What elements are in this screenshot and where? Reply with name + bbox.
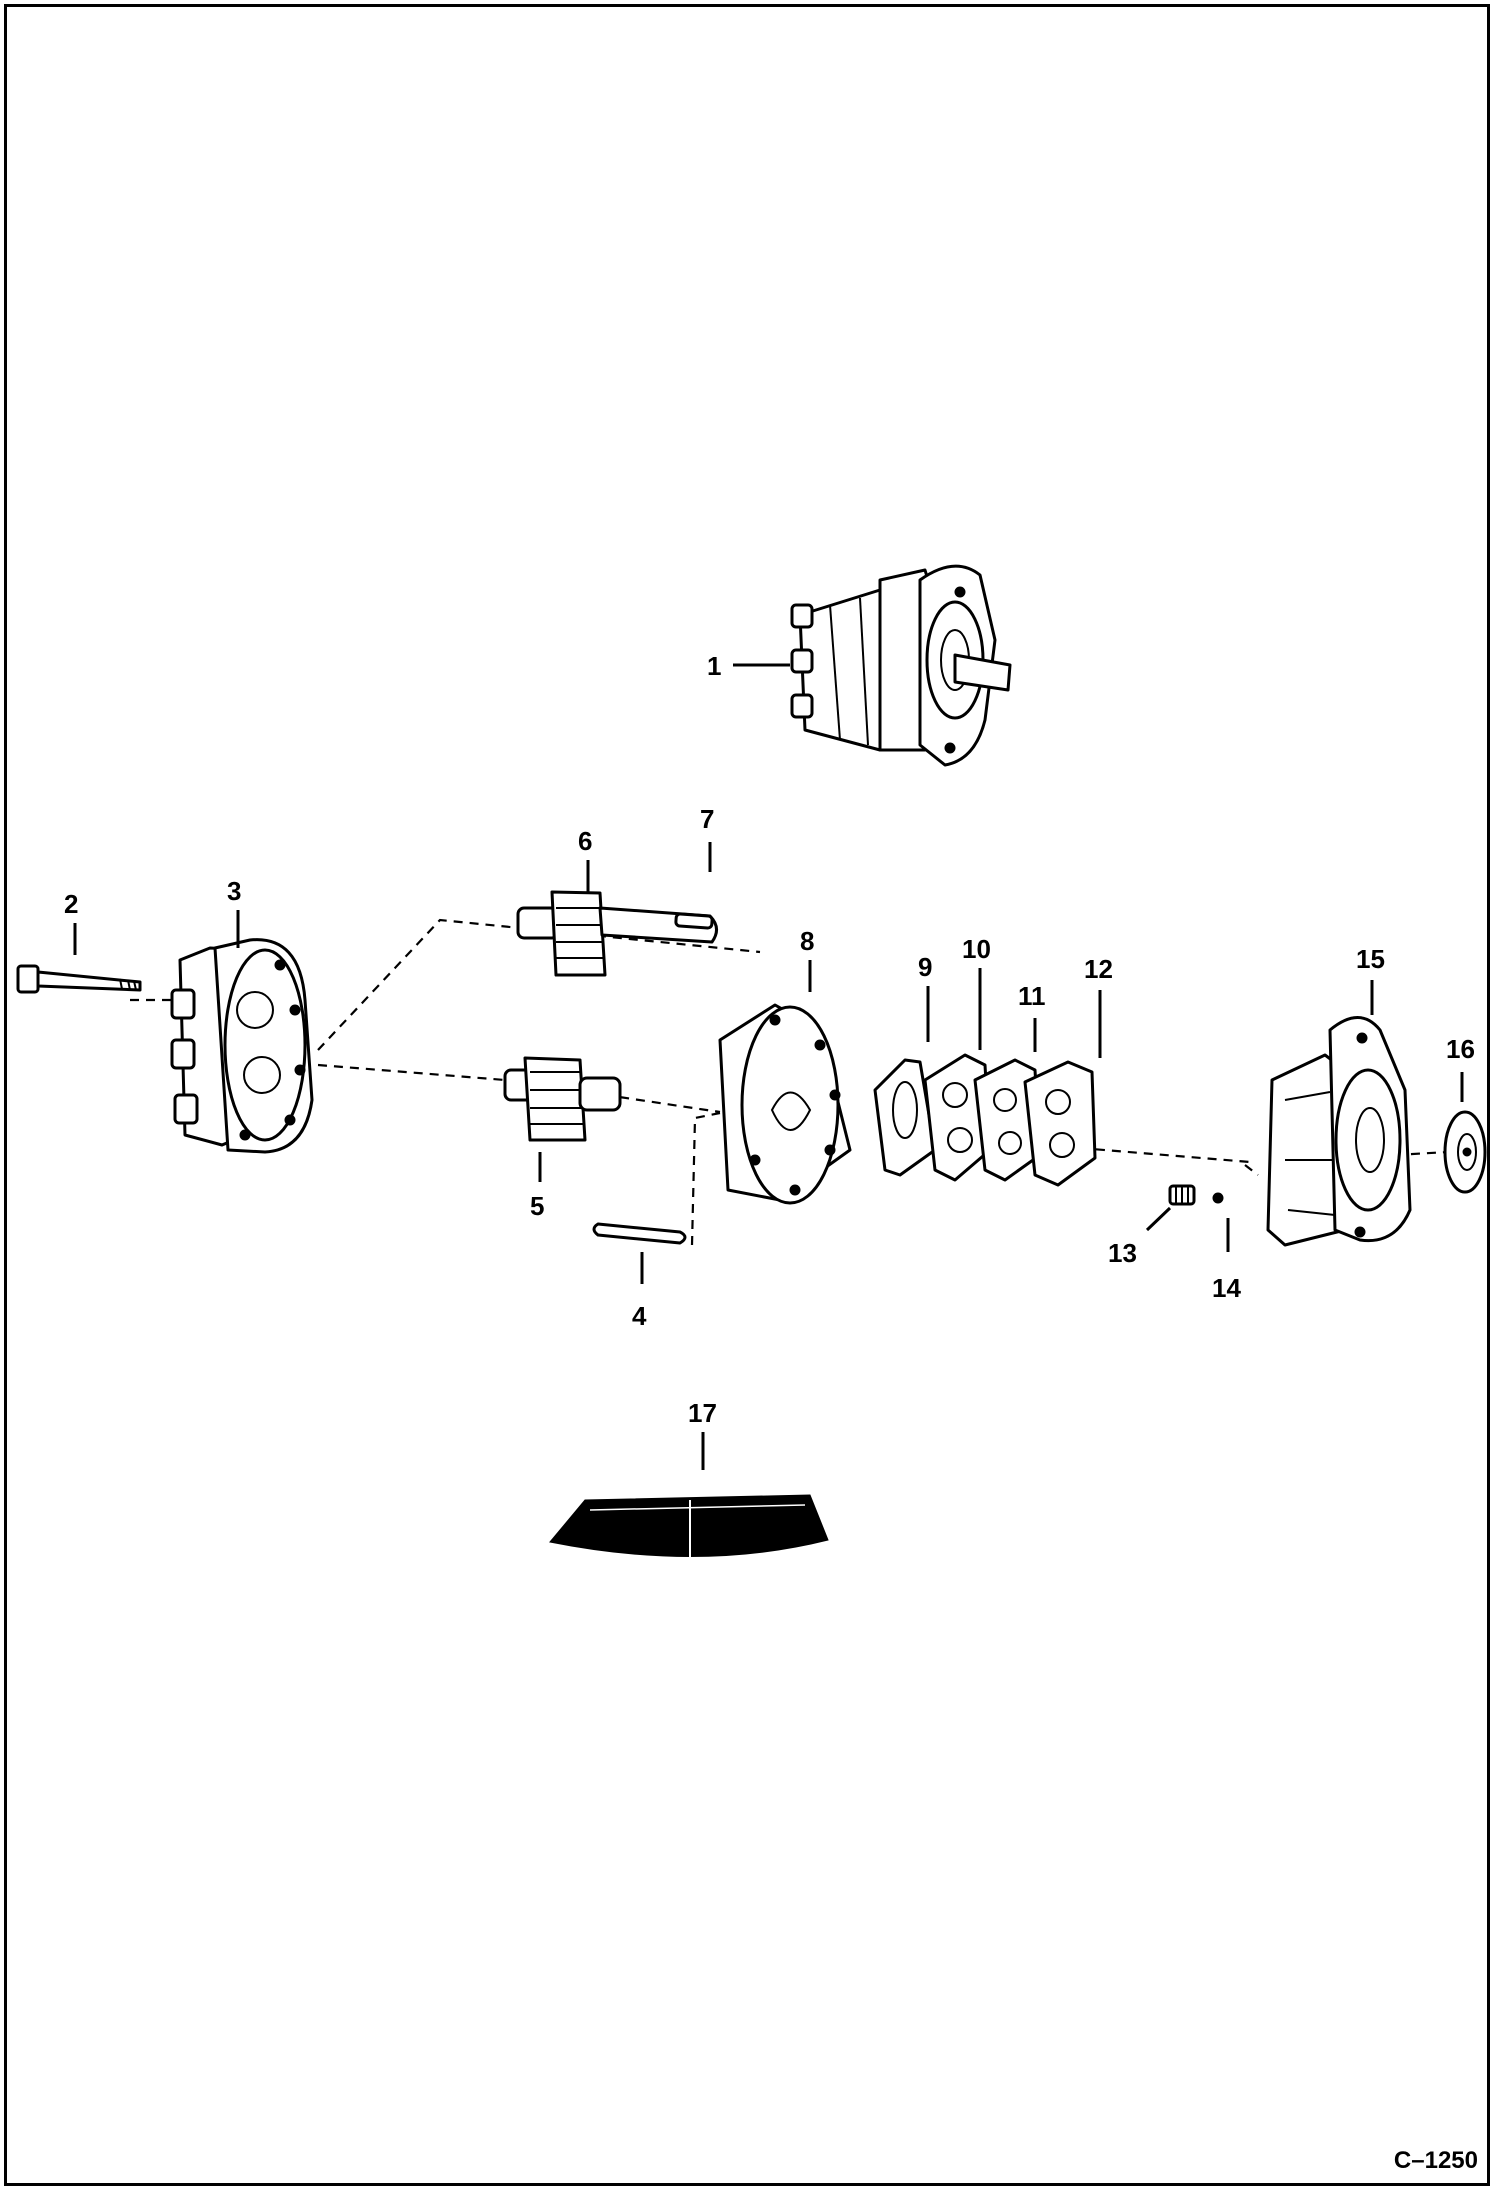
callout-11: 11 (1018, 981, 1046, 1011)
callout-14: 14 (1212, 1273, 1241, 1303)
part-12-gasket (1023, 1060, 1097, 1187)
callout-9: 9 (918, 952, 932, 982)
callout-13: 13 (1108, 1238, 1137, 1268)
part-7-key (674, 912, 714, 930)
callout-12: 12 (1084, 954, 1113, 984)
callout-2: 2 (64, 889, 78, 919)
callout-numbers: 1 2 3 4 5 6 7 8 9 10 11 12 13 14 15 16 1… (64, 651, 1475, 1428)
part-14-ball (1212, 1192, 1224, 1204)
part-8-gear-housing (718, 1003, 852, 1205)
figure-reference: C–1250 (1394, 2147, 1478, 2174)
callout-3: 3 (227, 876, 241, 906)
callout-1: 1 (707, 651, 721, 681)
part-10-gasket (923, 1053, 992, 1182)
part-1-pump-assembly (790, 564, 1012, 767)
part-2-bolt (16, 964, 142, 994)
callout-10: 10 (962, 934, 991, 964)
callout-6: 6 (578, 826, 592, 856)
callout-5: 5 (530, 1191, 544, 1221)
part-5-driven-gear (503, 1056, 622, 1142)
callout-7: 7 (700, 804, 714, 834)
part-3-end-cover (170, 938, 314, 1154)
callout-4: 4 (632, 1301, 647, 1331)
page-border (4, 4, 1490, 2186)
part-16-shaft-seal (1443, 1110, 1487, 1194)
part-17-seal-kit (549, 1494, 829, 1558)
leader-lines (73, 663, 1464, 1470)
part-4-dowel-pin (592, 1222, 687, 1245)
part-13-spring (1168, 1184, 1196, 1206)
part-6-drive-gear-shaft (516, 890, 718, 977)
part-9-seal-plate (873, 1058, 937, 1177)
callout-15: 15 (1356, 944, 1385, 974)
callout-17: 17 (688, 1398, 717, 1428)
callout-16: 16 (1446, 1034, 1475, 1064)
part-15-mounting-flange (1266, 1016, 1412, 1247)
callout-8: 8 (800, 926, 814, 956)
